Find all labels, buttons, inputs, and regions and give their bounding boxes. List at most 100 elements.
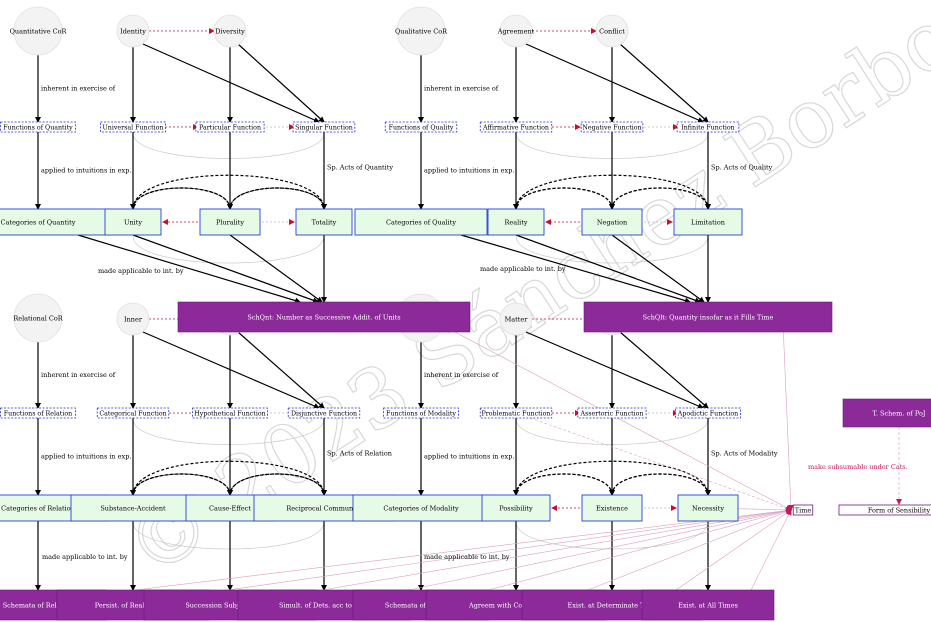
edge-arc (515, 235, 709, 264)
node-f-infinite: Infinite Function (676, 121, 740, 133)
node-f-universal: Universal Function (100, 121, 166, 133)
edge-to-time (461, 508, 792, 598)
node-label: Cause-Effect (209, 504, 251, 512)
node-label: Categorical Function (99, 410, 166, 417)
node-label: Categories of Quantity (1, 218, 76, 226)
node-s-qual: SchQlt: Quantity insofar as it Fills Tim… (583, 301, 833, 333)
node-label: Quantitative CoR (10, 27, 68, 35)
node-f-modality: Functions of Modality (383, 407, 459, 419)
edge-dashed-arc (515, 187, 615, 210)
node-quant-cor: Quantitative CoR (10, 6, 68, 56)
edge-to-schema (611, 234, 705, 303)
node-label: Form of Sensibility (868, 506, 931, 514)
node-label: Disjunctive Function (291, 410, 357, 417)
node-label: Problematic Function (481, 410, 550, 417)
edge-label: made applicable to int. by (42, 553, 128, 561)
edge-label: Sp. Acts of Relation (327, 450, 392, 458)
node-label: Matter (505, 315, 529, 323)
node-f-categorical: Categorical Function (96, 407, 170, 419)
node-label: Affirmative Function (482, 124, 549, 131)
edge-to-function (237, 43, 325, 123)
edge-label: made applicable to int. by (424, 553, 510, 561)
edge-to-time (281, 507, 792, 598)
node-label: Categories of Modality (383, 504, 459, 512)
edge-dashed-arc (611, 187, 711, 210)
edge-label: Sp. Acts of Quantity (327, 164, 393, 172)
edge-label: inherent in exercise of (41, 85, 116, 93)
edge-dashed-arc (132, 460, 327, 496)
node-t-schem: T. Schem. of PoJ (842, 398, 931, 428)
edge-dashed-arc (611, 473, 711, 496)
node-label: Universal Function (102, 124, 163, 131)
node-label: Qualitative CoR (395, 27, 448, 35)
node-label: Negation (597, 218, 627, 226)
node-time: Time (792, 504, 814, 516)
edge-to-function (619, 331, 709, 409)
edge-arc (132, 235, 325, 264)
edge-label: made applicable to int. by (98, 267, 184, 275)
node-f-particular: Particular Function (195, 121, 265, 133)
node-c-modality: Categories of Modality (352, 494, 490, 522)
edge-label: applied to intuitions in exp. (41, 167, 131, 175)
edge-dashed-arc (132, 174, 327, 210)
node-f-singular: Singular Function (292, 121, 356, 133)
node-f-hypothetical: Hypothetical Function (192, 407, 268, 419)
edge-to-time (782, 308, 794, 511)
node-label: Unity (124, 218, 142, 226)
edge-to-schema (460, 234, 691, 304)
edge-arc (132, 132, 325, 159)
edge-to-time (178, 507, 792, 598)
node-diversity: Diversity (213, 14, 247, 48)
edge-to-function (142, 331, 320, 409)
node-label: Time (795, 506, 812, 514)
node-label: Negative Function (582, 124, 641, 131)
node-qual-cor: Qualitative CoR (395, 6, 448, 56)
node-s-quant: SchQnt: Number as Successive Addit. of U… (177, 301, 471, 333)
node-plurality: Plurality (199, 208, 261, 236)
edge-dashed-arc (132, 473, 233, 496)
node-f-negative: Negative Function (580, 121, 644, 133)
node-label: Agreement (497, 27, 535, 35)
node-reality: Reality (487, 208, 545, 236)
node-c-quantity: Categories of Quantity (0, 208, 111, 236)
edge-label: applied to intuitions in exp. (424, 167, 514, 175)
node-label: Succession Subject to Rule (185, 601, 274, 609)
node-label: T. Schem. of PoJ (873, 409, 926, 417)
node-f-assertoric: Assertoric Function (577, 407, 647, 419)
node-necessity: Necessity (677, 494, 739, 522)
node-label: Possibility (499, 504, 533, 512)
node-label: Schemata of Relation (3, 601, 74, 609)
node-label: Categories of Relation (1, 504, 75, 512)
node-f-problematic: Problematic Function (479, 407, 553, 419)
node-f-relation: Functions of Relation (0, 407, 76, 419)
node-label: Substance-Accident (100, 504, 166, 512)
node-label: Infinite Function (681, 124, 734, 131)
node-conflict: Conflict (595, 14, 629, 48)
edge-label: inherent in exercise of (424, 371, 499, 379)
node-label: Hypothetical Function (194, 410, 265, 417)
edge-to-schema (132, 234, 319, 304)
node-label: Reality (504, 218, 527, 226)
edge-to-time (515, 412, 792, 512)
node-label: Necessity (692, 504, 724, 512)
node-inner: Inner (116, 302, 150, 336)
edge-label: applied to intuitions in exp. (424, 453, 514, 461)
node-label: Schemata of Modality (385, 601, 457, 609)
edge-label: inherent in exercise of (41, 371, 116, 379)
edge-label: inherent in exercise of (424, 85, 499, 93)
edge-dashed-arc (513, 473, 613, 496)
edge-dashed-arc (513, 187, 613, 210)
node-label: Existence (596, 504, 628, 512)
node-unity: Unity (104, 208, 162, 236)
node-f-affirmative: Affirmative Function (479, 121, 553, 133)
node-limitation: Limitation (673, 208, 743, 236)
edge-to-schema (229, 234, 323, 303)
edge-label: Sp. Acts of Quality (711, 164, 773, 172)
edge-labels-layer: inherent in exercise of applied to intuit… (41, 85, 908, 562)
node-totality: Totality (295, 208, 353, 236)
node-label: Plurality (216, 218, 244, 226)
node-label: Relational CoR (13, 314, 63, 322)
edge-arc (132, 418, 325, 445)
